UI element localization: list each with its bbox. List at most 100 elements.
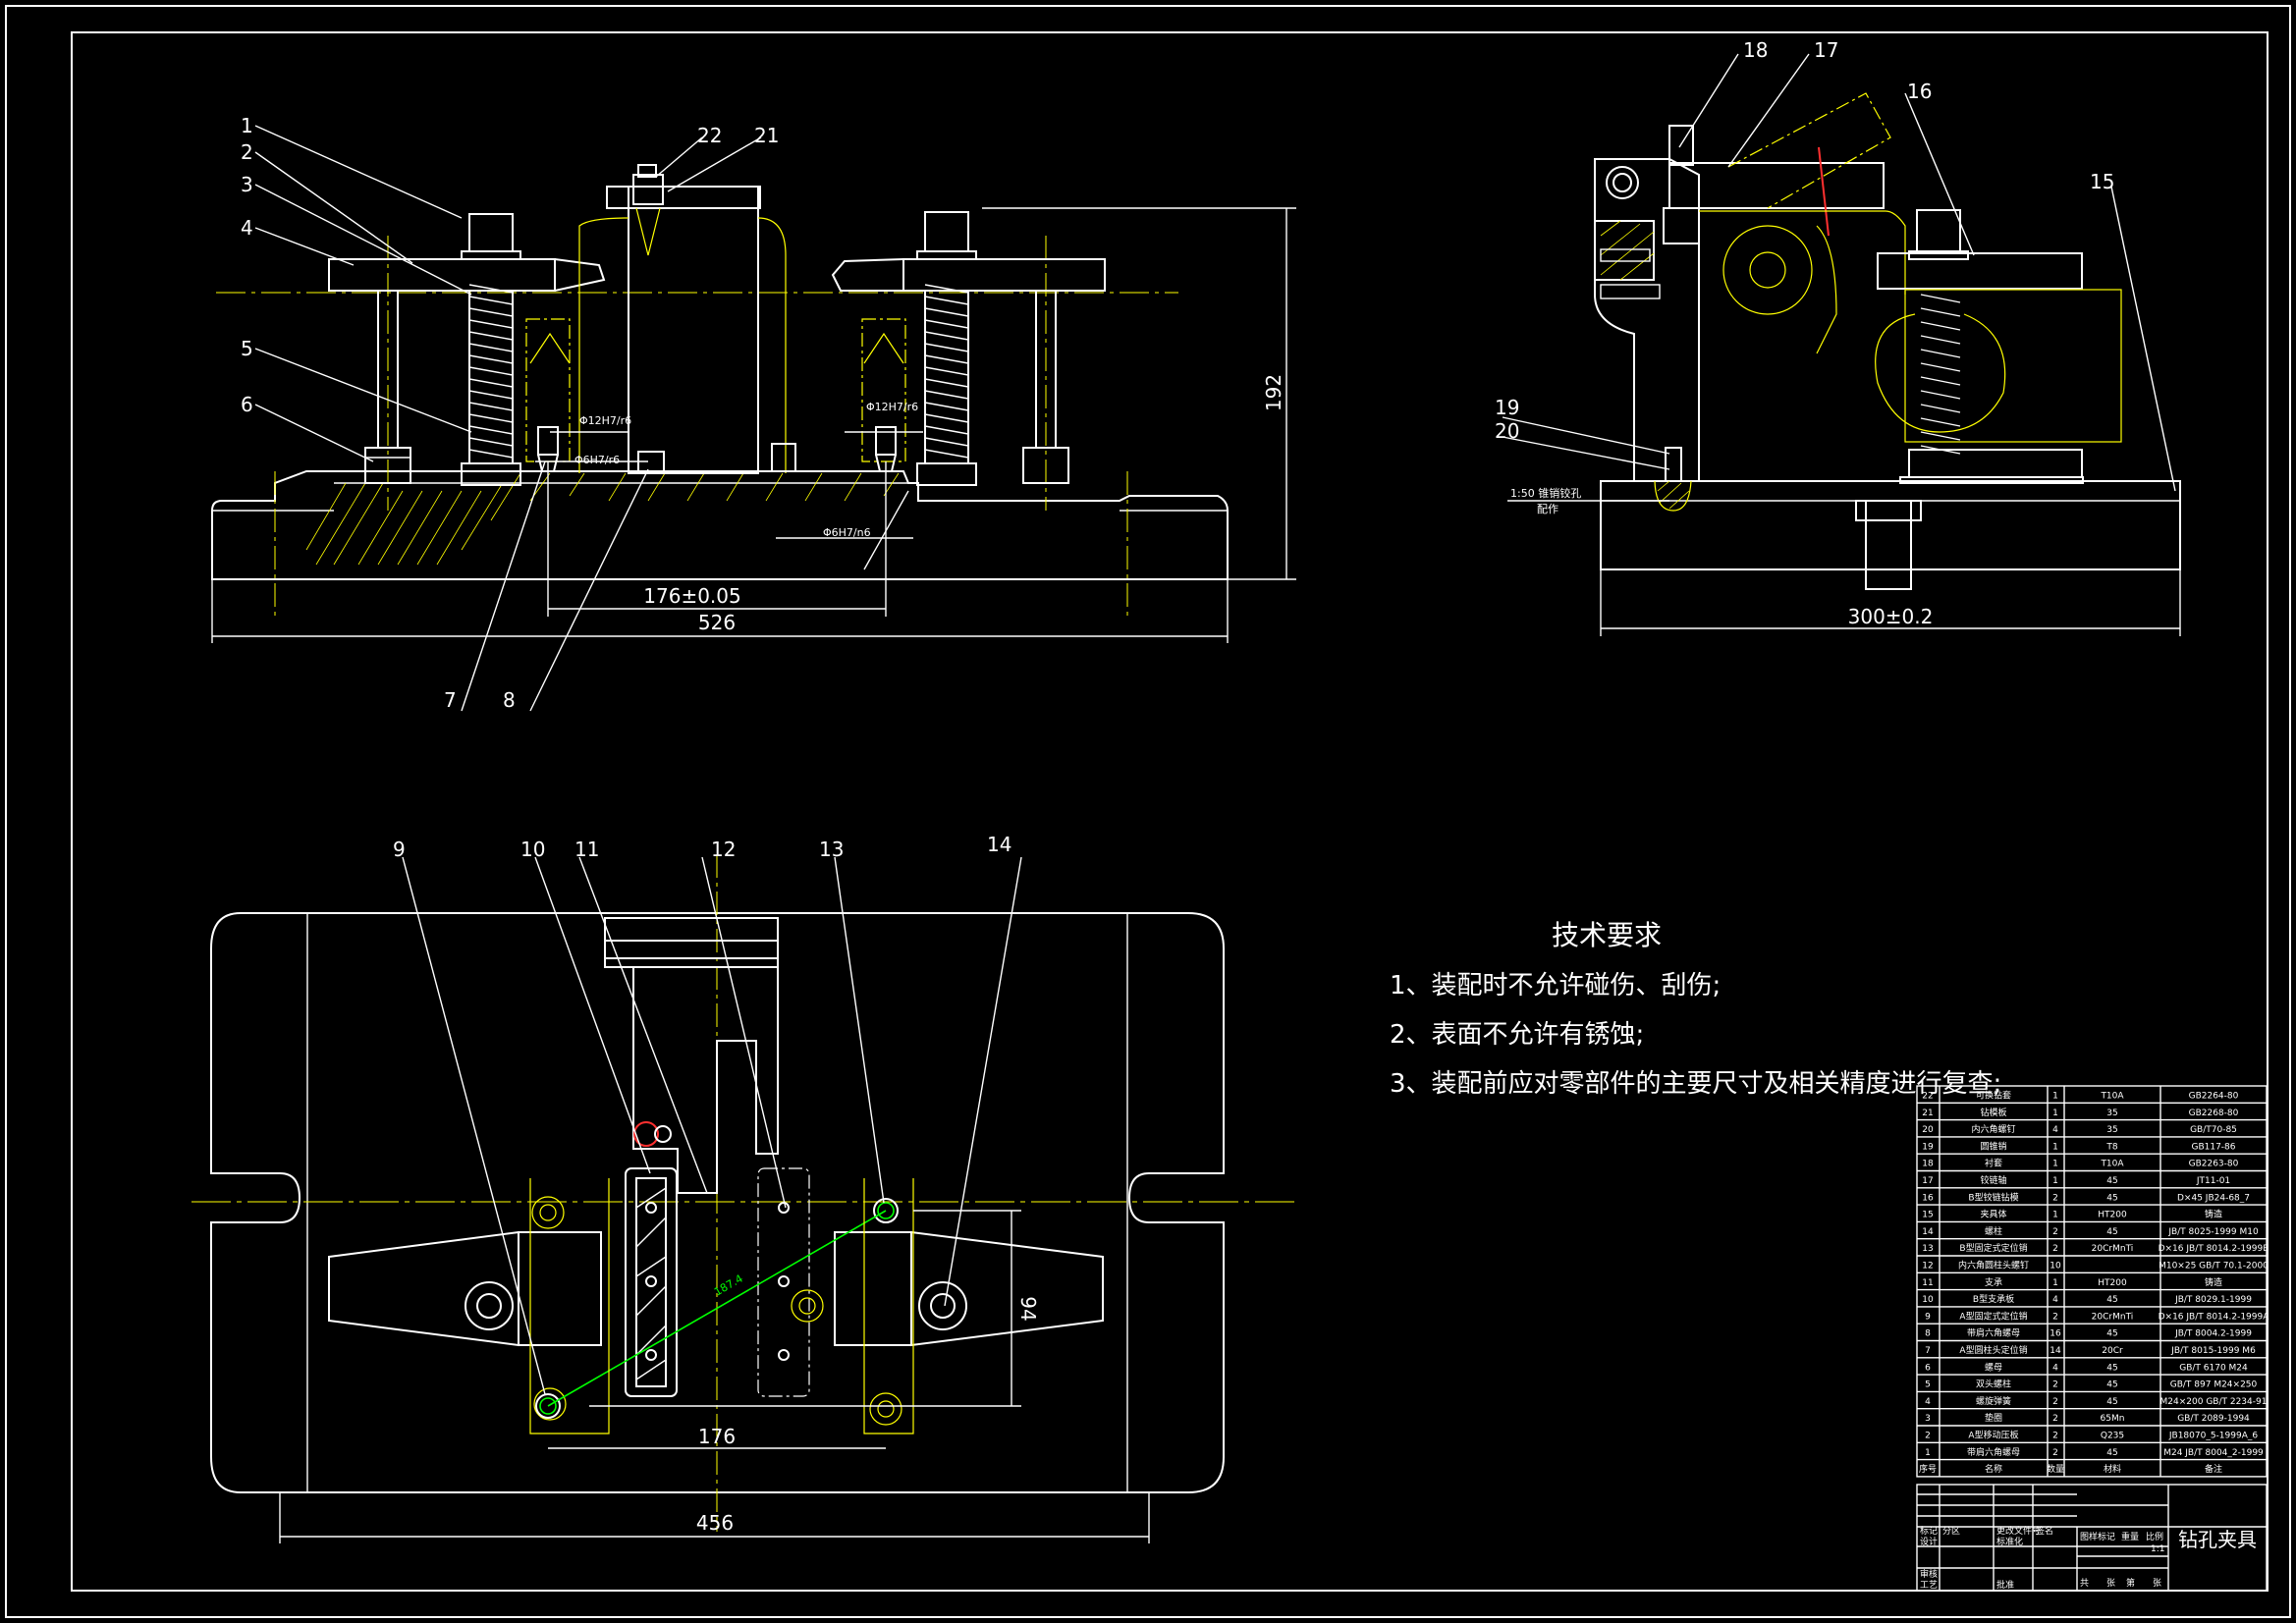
bom-cell: 垫圈 (1985, 1412, 2002, 1424)
bom-cell: 1 (2052, 1109, 2058, 1118)
bom-cell: 带肩六角螺母 (1967, 1327, 2020, 1339)
bom-cell: 2 (2052, 1380, 2058, 1390)
balloon-10: 10 (520, 838, 545, 861)
side-view: 300±0.2 1:50 锥销铰孔 配作 18 17 16 15 19 20 (1495, 38, 2181, 636)
tb-sheet: 张 (2106, 1578, 2115, 1589)
bom-cell: 45 (2106, 1397, 2117, 1407)
bom-cell: 铸造 (2205, 1209, 2222, 1220)
bom-header-cell: 名称 (1985, 1463, 2002, 1475)
bom-cell: 1 (2052, 1176, 2058, 1186)
bom-cell: A型移动压板 (1968, 1430, 2018, 1441)
bom-cell: 35 (2106, 1125, 2117, 1135)
fit-label-1: Φ12H7/r6 (579, 414, 631, 427)
bom-cell: 45 (2106, 1193, 2117, 1203)
balloon-8: 8 (503, 688, 516, 712)
balloon-20: 20 (1495, 419, 1519, 443)
bom-cell: 夹具体 (1980, 1209, 2006, 1220)
tb-label: 更改文件号 (1996, 1525, 2041, 1537)
tb-stage: 批准 (1996, 1579, 2014, 1591)
bom-cell: 11 (1922, 1278, 1933, 1288)
bom-cell: 20Cr (2102, 1346, 2123, 1356)
bom-cell: 20 (1922, 1125, 1934, 1135)
bom-cell: 钻模板 (1980, 1107, 2006, 1118)
balloon-13: 13 (819, 838, 844, 861)
bom-cell: 35 (2106, 1109, 2117, 1118)
balloon-2: 2 (241, 140, 253, 164)
balloon-3: 3 (241, 173, 253, 196)
dim-plan-width: 456 (696, 1511, 734, 1535)
bom-cell: 16 (1922, 1193, 1934, 1203)
fit-label-4: Φ6H7/n6 (823, 526, 871, 539)
tb-role-process: 工艺 (1920, 1580, 1938, 1591)
bom-header-cell: 数量 (2047, 1463, 2064, 1475)
bom-header-cell: 备注 (2205, 1463, 2222, 1475)
bom-cell: 内六角圆柱头螺钉 (1958, 1260, 2029, 1271)
bom-cell: GB/T70-85 (2190, 1125, 2237, 1135)
balloon-11: 11 (574, 838, 599, 861)
balloon-12: 12 (711, 838, 736, 861)
bom-cell: 1 (2052, 1092, 2058, 1102)
bom-cell: 19 (1922, 1142, 1934, 1152)
bom-cell: 螺旋弹簧 (1976, 1395, 2011, 1407)
bom-cell: JB/T 8025-1999 M10 (2167, 1227, 2259, 1237)
bom-cell: GB2264-80 (2189, 1092, 2239, 1102)
front-view: 176±0.05 526 192 Φ12H7/r6 Φ12H7/r6 Φ6H7/… (211, 114, 1296, 712)
title-block: 钻孔夹具 1:1 标记 分区 更改文件号 签名 设计 审核 工艺 标准化 批准 … (1916, 1484, 2268, 1592)
bom-cell: 6 (1925, 1363, 1931, 1373)
bom-cell: JB/T 8029.1-1999 (2174, 1295, 2252, 1305)
balloon-19: 19 (1495, 396, 1519, 419)
bom-cell: 5 (1925, 1380, 1931, 1390)
bom-cell: 带肩六角螺母 (1967, 1446, 2020, 1458)
bom-cell: T10A (2100, 1092, 2124, 1102)
bom-cell: M10×25 GB/T 70.1-2000 (2159, 1262, 2269, 1271)
bom-cell: 18 (1922, 1160, 1934, 1169)
bom-cell: 2 (2052, 1414, 2058, 1424)
technical-requirements: 技术要求 1、装配时不允许碰伤、刮伤; 2、表面不允许有锈蚀; 3、装配前应对零… (1390, 919, 2001, 1099)
bom-cell: 10 (2050, 1262, 2061, 1271)
tb-stage: 重量 (2121, 1531, 2139, 1542)
bom-cell: GB/T 897 M24×250 (2170, 1380, 2258, 1390)
note-item: 1、装配时不允许碰伤、刮伤; (1390, 971, 1721, 1001)
bom-cell: GB117-86 (2191, 1142, 2235, 1152)
bom-cell: 可换钻套 (1976, 1090, 2011, 1102)
bom-cell: 1 (2052, 1278, 2058, 1288)
inner-border (71, 31, 2269, 1592)
side-note-1: 1:50 锥销铰孔 (1510, 486, 1581, 500)
bom-cell: 20CrMnTi (2092, 1244, 2134, 1254)
bom-cell: 铰链轴 (1980, 1174, 2006, 1186)
fit-label-3: Φ6H7/r6 (574, 454, 620, 466)
bom-header-cell: 序号 (1919, 1463, 1937, 1475)
bom-cell: A型圆柱头定位销 (1959, 1344, 2027, 1356)
bom-cell: 2 (2052, 1432, 2058, 1441)
note-item: 3、装配前应对零部件的主要尺寸及相关精度进行复查; (1390, 1069, 2001, 1099)
bom-cell: GB2268-80 (2189, 1109, 2239, 1118)
bom-cell: 65Mn (2101, 1414, 2125, 1424)
bom-cell: B型固定式定位销 (1959, 1242, 2027, 1254)
dim-front-height: 192 (1262, 374, 1285, 411)
bom-cell: 45 (2106, 1176, 2117, 1186)
bom-cell: 14 (1922, 1227, 1934, 1237)
bom-cell: JB/T 8004.2-1999 (2174, 1329, 2252, 1339)
dim-plan-center: 176 (698, 1425, 736, 1448)
bom-cell: 4 (2052, 1125, 2058, 1135)
balloon-21: 21 (754, 124, 779, 147)
bom-cell: 45 (2106, 1363, 2117, 1373)
bom-cell: M24 JB/T 8004_2-1999 (2163, 1448, 2264, 1458)
bom-cell: 2 (2052, 1448, 2058, 1458)
bom-cell: 17 (1922, 1176, 1933, 1186)
bom-cell: 4 (2052, 1363, 2058, 1373)
bom-cell: 支承 (1985, 1276, 2002, 1288)
bom-cell: HT200 (2098, 1211, 2127, 1220)
bom-cell: 9 (1925, 1312, 1931, 1322)
bom-cell: 3 (1925, 1414, 1931, 1424)
plan-view: 456 176 94 187.4 9 10 11 12 13 14 (191, 833, 1296, 1543)
side-note-2: 配作 (1537, 503, 1558, 515)
tb-label: 标记 (1920, 1525, 1938, 1537)
bom-cell: 2 (1925, 1432, 1931, 1441)
bom-cell: JT11-01 (2196, 1176, 2230, 1186)
bom-cell: 14 (2050, 1346, 2061, 1356)
bom-cell: 12 (1922, 1262, 1933, 1271)
tb-label: 签名 (2036, 1525, 2053, 1537)
bom-cell: GB2263-80 (2189, 1160, 2239, 1169)
